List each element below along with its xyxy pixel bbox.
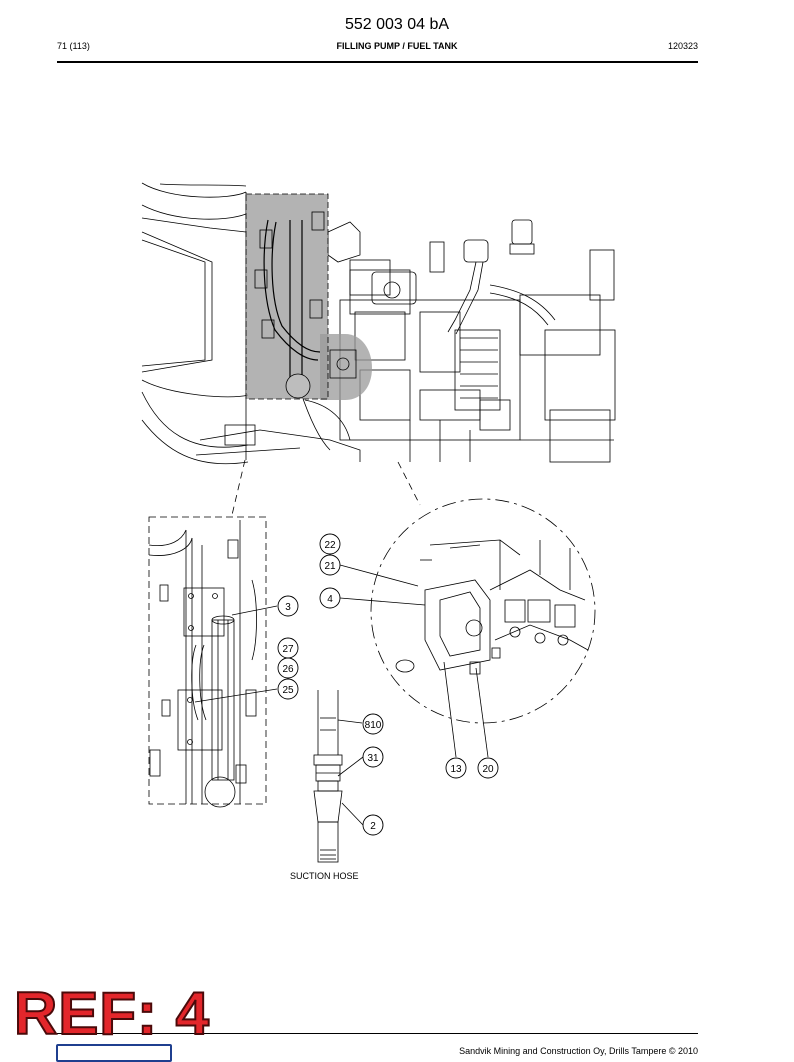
callout-26-label: 26 <box>282 664 294 675</box>
footer-copyright: Sandvik Mining and Construction Oy, Dril… <box>459 1046 698 1056</box>
suction-hose-drawing <box>313 690 343 863</box>
callout-4 <box>319 587 341 609</box>
page-number: 71 (113) <box>57 41 90 51</box>
callout-3-label: 3 <box>285 602 291 613</box>
callout-31 <box>362 746 384 768</box>
callout-22 <box>319 533 341 555</box>
callout-810-label: 810 <box>365 720 382 731</box>
page-title: FILLING PUMP / FUEL TANK <box>336 41 458 51</box>
callout-leaders <box>194 564 489 826</box>
callout-20-label: 20 <box>482 764 494 775</box>
callout-22-label: 22 <box>324 540 336 551</box>
date-code: 120323 <box>667 41 698 51</box>
callout-21-label: 21 <box>324 561 336 572</box>
left-detail-view <box>148 516 267 808</box>
callout-25-label: 25 <box>282 685 294 696</box>
callout-2-label: 2 <box>370 821 376 832</box>
callout-31-label: 31 <box>367 753 379 764</box>
overview-drawing <box>141 182 616 465</box>
suction-hose-caption: SUCTION HOSE <box>290 871 359 881</box>
callout-25 <box>277 678 299 700</box>
callout-21 <box>319 554 341 576</box>
callout-20 <box>477 757 499 779</box>
highlight-overlay <box>245 193 391 400</box>
header-rule <box>57 61 698 63</box>
document-code: 552 003 04 bA <box>344 16 450 33</box>
callout-13 <box>445 757 467 779</box>
callout-27-label: 27 <box>282 644 294 655</box>
callout-2 <box>362 814 384 836</box>
callout-13-label: 13 <box>450 764 462 775</box>
callout-4-label: 4 <box>327 594 333 605</box>
footer-rule <box>57 1033 698 1034</box>
callout-810 <box>362 713 384 735</box>
circle-detail-view <box>370 498 596 724</box>
callout-26 <box>277 657 299 679</box>
callout-3 <box>277 595 299 617</box>
ref-watermark: REF: 4 <box>13 980 211 1047</box>
callout-bubbles <box>277 533 499 836</box>
